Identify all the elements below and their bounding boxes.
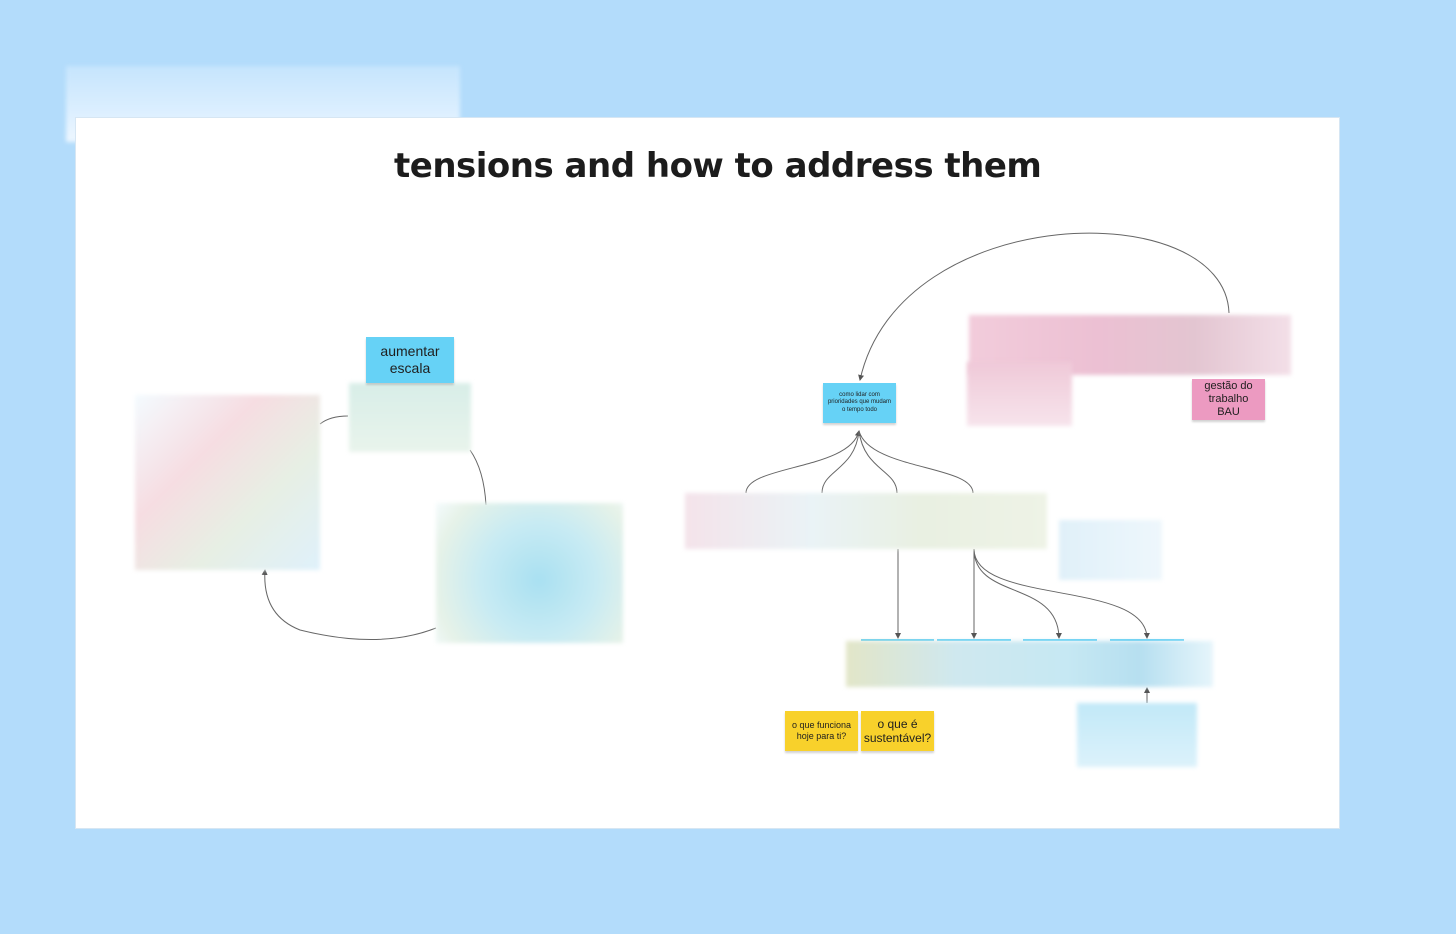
sticky-note-works-today[interactable]: o que funciona hoje para ti?	[785, 711, 858, 751]
connector-fan-4	[858, 430, 974, 494]
connector-fan-3	[858, 430, 898, 494]
redacted-note-left-bottom[interactable]	[436, 503, 623, 643]
sticky-note-bau-text: gestão do trabalho BAU	[1204, 379, 1253, 419]
connector-down-4	[973, 548, 1150, 639]
sticky-note-bau[interactable]: gestão do trabalho BAU	[1192, 379, 1265, 420]
connector-left-bottom	[261, 569, 437, 640]
sticky-note-sustainable[interactable]: o que é sustentável?	[861, 711, 934, 751]
sticky-note-priorities-text: como lidar com prioridades que mudam o t…	[827, 392, 892, 413]
connector-left-top	[319, 415, 349, 425]
sticky-note-scale[interactable]: aumentar escala	[366, 337, 454, 383]
redacted-note-left-top[interactable]	[349, 383, 471, 452]
sticky-note-priorities[interactable]: como lidar com prioridades que mudam o t…	[823, 383, 896, 423]
connector-arc-top	[858, 232, 1230, 381]
redacted-note-left-large[interactable]	[135, 395, 320, 570]
redacted-note-middle-right[interactable]	[1059, 520, 1162, 580]
board-title: tensions and how to address them	[394, 146, 1042, 186]
connector-left-right	[469, 449, 487, 506]
sticky-note-sustainable-text: o que é sustentável?	[863, 716, 932, 745]
redacted-note-row-middle[interactable]	[685, 493, 1047, 549]
redacted-note-top-right-lower[interactable]	[967, 362, 1072, 426]
sticky-note-scale-text: aumentar escala	[380, 343, 440, 376]
sticky-note-works-today-text: o que funciona hoje para ti?	[791, 720, 852, 741]
connector-fan-1	[745, 430, 861, 494]
connector-down-3	[973, 548, 1062, 639]
redacted-note-bottom-right[interactable]	[1077, 703, 1197, 767]
redacted-note-row-bottom[interactable]	[846, 641, 1213, 687]
connector-fan-2	[821, 430, 860, 494]
